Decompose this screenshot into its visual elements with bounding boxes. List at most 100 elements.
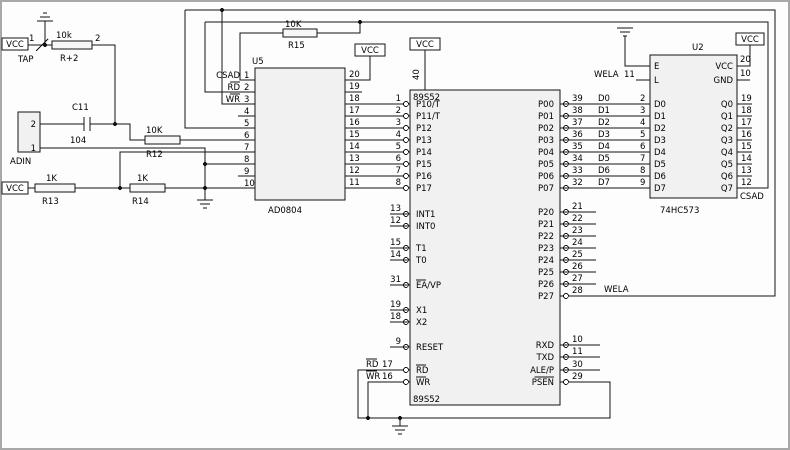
pin-name-label: Q3 xyxy=(721,136,733,146)
r13-ref-label: R13 xyxy=(42,197,59,207)
wire xyxy=(357,369,611,419)
connection-bubble xyxy=(403,113,409,119)
wire xyxy=(317,22,361,34)
pin-name-label: WR xyxy=(416,378,430,388)
pin-number-label: 21 xyxy=(572,202,583,212)
vcc-label: VCC xyxy=(416,40,434,50)
pin-name-label: P04 xyxy=(538,148,554,158)
pin-number-label: 32 xyxy=(572,178,583,188)
pin-name-label: P22 xyxy=(538,232,554,242)
pin-number-label: 10 xyxy=(244,179,255,189)
pin-name-label: Q5 xyxy=(721,160,733,170)
pin-number-label: 7 xyxy=(640,154,645,164)
pin-number-label: 12 xyxy=(741,178,752,188)
connection-bubble xyxy=(403,137,409,143)
pin-number-label: 24 xyxy=(572,238,583,248)
connection-bubble xyxy=(403,173,409,179)
pin-number-label: 34 xyxy=(572,154,583,164)
pin-number-label: 16 xyxy=(349,118,360,128)
wire xyxy=(239,32,283,81)
capacitor-c11-plates xyxy=(83,117,91,131)
pin-name-label: P13 xyxy=(416,136,432,146)
pin-name-label: P11/T xyxy=(416,112,441,122)
pin-name-label: P14 xyxy=(416,148,432,158)
pin-name-label: P01 xyxy=(538,112,554,122)
pin-name-label: P27 xyxy=(538,292,554,302)
u2-le-pin-label: L xyxy=(654,76,659,86)
junction-dot xyxy=(398,416,402,420)
resistor-r12 xyxy=(144,135,181,145)
pin-name-label: CSAD xyxy=(216,71,240,81)
wire xyxy=(185,9,776,297)
pin-number-label: 27 xyxy=(572,274,583,284)
pin-number-label: 12 xyxy=(349,166,360,176)
pin-name-label: P26 xyxy=(538,280,554,290)
wire xyxy=(204,22,255,93)
pin-name-label: RD xyxy=(416,366,429,376)
pin-name-label: Q2 xyxy=(721,124,733,134)
pin-number-label: 2 xyxy=(396,106,401,116)
pin-number-label: 4 xyxy=(396,130,401,140)
pin-number-label: 5 xyxy=(640,130,645,140)
wire xyxy=(737,45,751,67)
pin-name-label: D6 xyxy=(654,172,666,182)
net-label: D7 xyxy=(598,178,610,188)
pin-number-label: 18 xyxy=(741,106,752,116)
ground-symbol xyxy=(37,12,53,22)
pin-number-label: 3 xyxy=(640,106,645,116)
pin-number-label: 3 xyxy=(244,95,249,105)
vcc-label: VCC xyxy=(6,40,24,50)
pin-name-label: P17 xyxy=(416,184,432,194)
resistor-r15 xyxy=(282,28,318,38)
pin-number-label: 7 xyxy=(396,166,401,176)
pin-number-label: 2 xyxy=(31,120,36,130)
junction-dot xyxy=(366,416,370,420)
pin-name-label: RXD xyxy=(536,341,555,351)
u2-vcc-pin-label: VCC xyxy=(715,62,733,72)
pot-wiper-mark xyxy=(35,38,49,52)
potentiometer-body xyxy=(51,40,93,50)
pin-name-label: TXD xyxy=(535,353,554,363)
pot-value-label: 10k xyxy=(56,31,72,41)
net-label: D2 xyxy=(598,118,610,128)
ground-symbol xyxy=(617,27,633,37)
pin-number-label: 1 xyxy=(396,94,401,104)
mcu-part-label: 89S52 xyxy=(413,395,440,405)
pin-name-label: INT0 xyxy=(416,222,435,232)
pin-number-label: 2 xyxy=(640,94,645,104)
wire xyxy=(40,147,206,200)
pin-number-label: 8 xyxy=(640,166,645,176)
pin-name-label: X1 xyxy=(416,306,427,316)
pin-number-label: 5 xyxy=(244,119,249,129)
wire xyxy=(184,10,255,129)
r14-ref-label: R14 xyxy=(132,197,149,207)
pin-name-label: P20 xyxy=(538,208,554,218)
pin-number-label: 19 xyxy=(741,94,752,104)
connection-bubble xyxy=(403,101,409,107)
junction-dot xyxy=(118,186,122,190)
pin-number-label: 4 xyxy=(244,107,249,117)
pin-number-label: 28 xyxy=(572,286,583,296)
pin-number-label: 2 xyxy=(244,83,249,93)
u5-ref-label: U5 xyxy=(252,57,264,67)
wire xyxy=(345,56,371,81)
pin-number-label: 35 xyxy=(572,142,583,152)
mcu-part-label: 89S52 xyxy=(413,93,440,103)
u2-chip-body xyxy=(649,54,738,199)
pin-name-label: P16 xyxy=(416,172,432,182)
net-label: D5 xyxy=(598,154,610,164)
connection-bubble xyxy=(563,293,569,299)
ground-symbol xyxy=(392,425,408,435)
ext-rd-label: RD xyxy=(366,360,379,370)
pin-number-label: 6 xyxy=(396,154,401,164)
pin-name-label: WR xyxy=(226,95,240,105)
pin-name-label: Q1 xyxy=(721,112,733,122)
junction-dot xyxy=(358,20,362,24)
pin-number-label: 13 xyxy=(349,154,360,164)
pin-number-label: 19 xyxy=(349,82,360,92)
u2-gnd-pin-label: GND xyxy=(714,76,734,86)
pin-name-label: Q6 xyxy=(721,172,733,182)
u2-part-label: 74HC573 xyxy=(660,206,699,216)
net-label: WELA xyxy=(594,70,619,80)
